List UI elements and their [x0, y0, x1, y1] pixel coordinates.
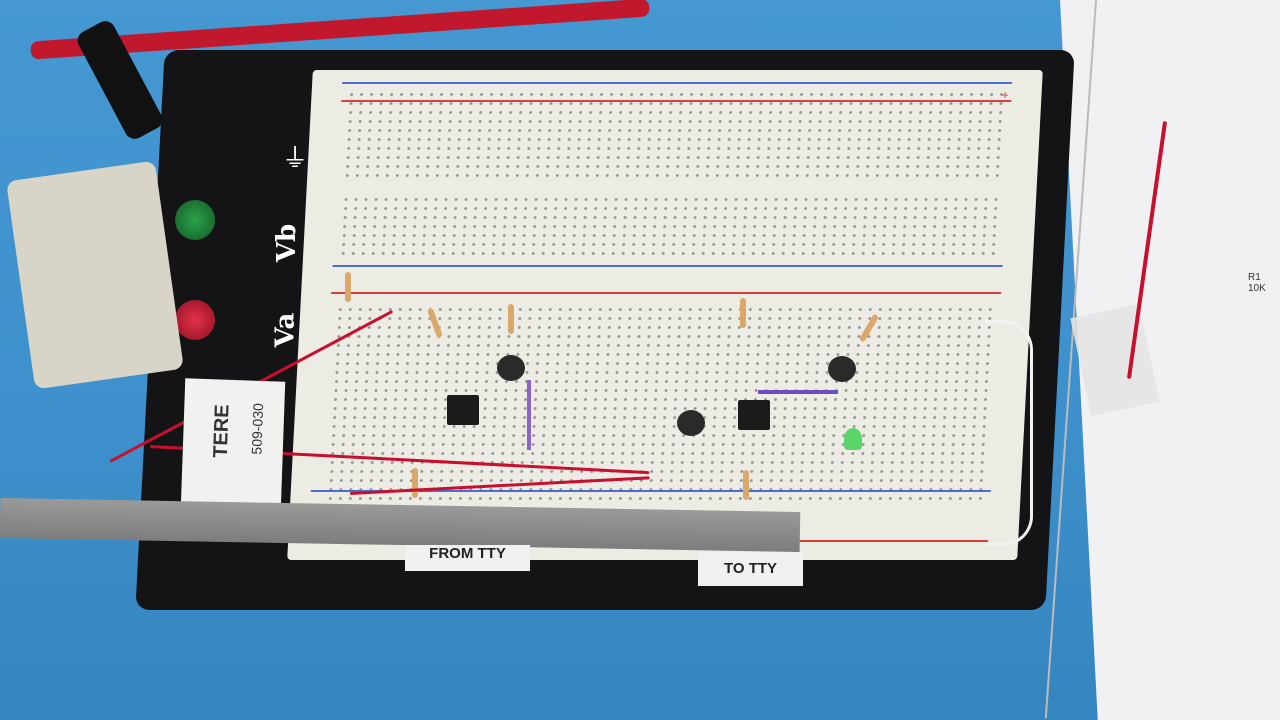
- rail-blue-mid: [332, 265, 1003, 267]
- binding-post-green: [175, 200, 215, 240]
- transistor-2: [677, 410, 705, 436]
- resistor: [412, 468, 418, 498]
- purple-jumper: [527, 380, 531, 450]
- plus-marker: +: [1001, 88, 1009, 102]
- va-label: Va: [270, 312, 301, 348]
- green-led: [844, 428, 862, 450]
- purple-jumper: [758, 390, 838, 394]
- hole-grid-top: [342, 90, 1007, 180]
- white-wire: [985, 320, 1033, 546]
- from-tty-label: FROM TTY: [405, 545, 530, 571]
- binding-post-red: [175, 300, 215, 340]
- resistor: [345, 272, 351, 302]
- resistor: [508, 304, 514, 334]
- db9-connector: [6, 160, 184, 390]
- rail-blue-top: [342, 82, 1013, 84]
- ic-chip-right: [738, 400, 770, 430]
- ic-chip-left: [447, 395, 479, 425]
- model-plate: TERE 509-030: [180, 378, 286, 512]
- hole-grid-upper: [338, 195, 1002, 255]
- rail-red-mid: [331, 292, 1002, 294]
- to-tty-label: TO TTY: [698, 552, 803, 586]
- transistor-3: [828, 356, 856, 382]
- resistor: [740, 298, 746, 328]
- hole-grid-lower: [325, 305, 996, 505]
- breadboard: +: [287, 70, 1043, 560]
- ground-symbol-icon: ⏚: [282, 143, 309, 173]
- vb-label: Vb: [272, 223, 303, 263]
- transistor-1: [497, 355, 525, 381]
- resistor: [743, 470, 749, 500]
- schematic-resistor-label: R1 10K: [1248, 272, 1266, 294]
